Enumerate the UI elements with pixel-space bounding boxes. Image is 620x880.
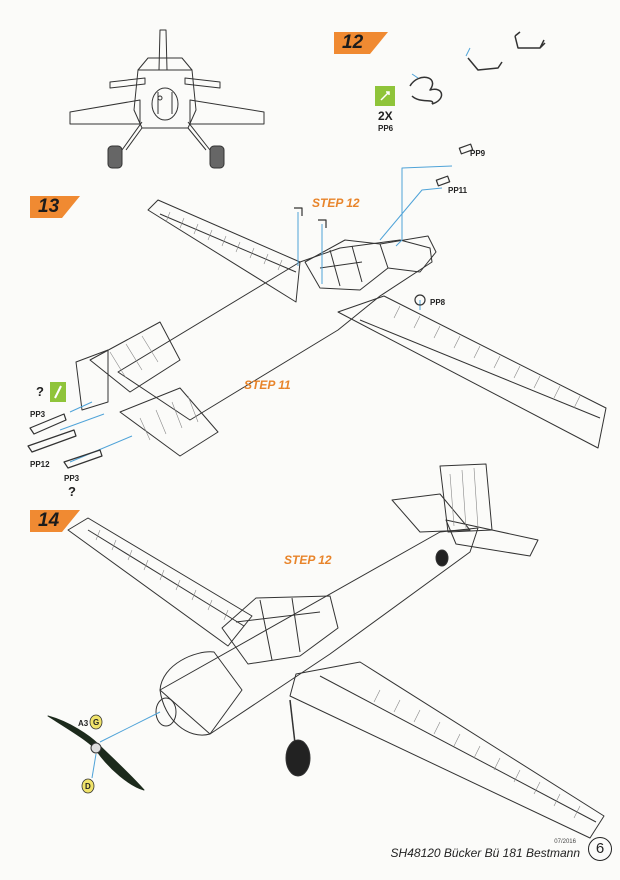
part-label-pp3-top: PP3 xyxy=(30,410,46,419)
step-flag-shape xyxy=(30,510,80,532)
step-number: 13 xyxy=(38,196,60,217)
step14-aircraft xyxy=(67,463,605,839)
page-number: 6 xyxy=(588,837,612,861)
part-label-pp3-bottom: PP3 xyxy=(64,474,80,483)
part-label-pp12: PP12 xyxy=(30,460,50,469)
question-mark-pp3-top: ? xyxy=(36,384,44,399)
step-number: 12 xyxy=(342,32,364,53)
part-label-pp9: PP9 xyxy=(470,149,486,158)
marker-d-icon xyxy=(81,778,95,794)
step-13-flag: 13 xyxy=(30,196,80,218)
step13-leader-lines xyxy=(59,165,453,463)
marker-g-icon xyxy=(89,714,103,730)
front-view-aircraft xyxy=(69,29,265,169)
step13-reference-step12: STEP 12 xyxy=(312,196,360,210)
propeller xyxy=(47,715,145,791)
step-12-flag: 12 xyxy=(334,32,388,54)
step13-reference-step11: STEP 11 xyxy=(244,378,291,392)
pp3-green-icon xyxy=(50,382,66,402)
footer-date: 07/2016 xyxy=(554,839,576,845)
part-label-pp6: PP6 xyxy=(378,124,394,133)
step14-reference-step12: STEP 12 xyxy=(284,553,332,567)
step-flag-shape xyxy=(334,32,388,54)
step14-leader-lines xyxy=(91,711,161,779)
part-label-a3: A3 xyxy=(78,719,89,728)
step13-aircraft xyxy=(75,199,607,457)
pp6-green-icon xyxy=(375,86,395,106)
part-label-pp8: PP8 xyxy=(430,298,446,307)
question-mark-pp3-bottom: ? xyxy=(68,484,76,499)
footer-title: SH48120 Bücker Bü 181 Bestmann xyxy=(390,846,580,860)
marker-label-g: G xyxy=(93,718,100,727)
step-flag-shape xyxy=(30,196,80,218)
pp6-quantity: 2X xyxy=(378,109,393,123)
step-14-flag: 14 xyxy=(30,510,80,532)
part-label-pp11: PP11 xyxy=(448,186,468,195)
marker-label-d: D xyxy=(85,782,91,791)
step12-parts xyxy=(409,31,546,105)
step13-parts xyxy=(27,143,474,469)
step-number: 14 xyxy=(38,510,60,531)
